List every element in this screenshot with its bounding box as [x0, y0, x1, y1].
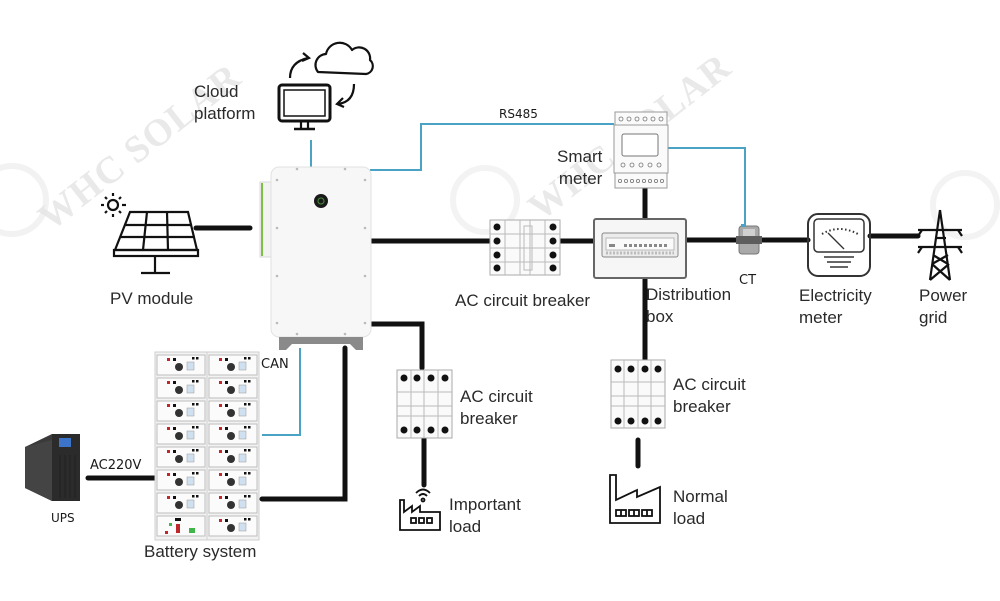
ac220v-label: AC220V	[90, 458, 142, 473]
ct-label: CT	[739, 273, 757, 288]
battery-module	[156, 423, 206, 445]
transmission-tower-icon	[917, 209, 963, 281]
din-rail-meter-icon	[613, 111, 669, 189]
battery-module	[156, 400, 206, 422]
ac-breaker-normal-label: AC circuit breaker	[673, 375, 746, 416]
factory-wifi-icon	[399, 488, 441, 531]
battery-module	[208, 492, 258, 514]
battery-module	[208, 469, 258, 491]
battery-module	[208, 354, 258, 376]
circuit-breaker-icon	[610, 359, 666, 429]
pv-module-label: PV module	[110, 289, 194, 308]
comm-line-meter-ct	[667, 147, 746, 228]
power-lines	[85, 185, 921, 502]
battery-module	[208, 423, 258, 445]
comm-line-rs485	[370, 123, 614, 171]
current-transformer-icon	[736, 224, 762, 255]
communication-lines	[262, 123, 746, 436]
distribution-box-label: Distribution box	[646, 285, 732, 326]
factory-icon	[609, 474, 661, 524]
solar-panel-icon	[101, 193, 200, 275]
inverter-icon	[259, 166, 372, 350]
battery-module	[208, 377, 258, 399]
rs485-label: RS485	[499, 107, 538, 121]
smart-meter-label: Smart meter	[557, 147, 603, 188]
analog-meter-icon	[807, 213, 871, 277]
battery-module	[156, 515, 206, 537]
battery-module	[208, 446, 258, 468]
ups-icon	[25, 434, 80, 501]
can-label: CAN	[261, 357, 289, 372]
power-line-inverter-backup	[368, 321, 425, 371]
ups-label: UPS	[51, 511, 75, 525]
battery-module	[156, 446, 206, 468]
battery-rack-icon	[154, 351, 260, 541]
battery-module	[208, 400, 258, 422]
circuit-breaker-icon	[489, 219, 561, 276]
power-line-inverter-battery	[259, 345, 348, 502]
battery-module	[156, 354, 206, 376]
important-load-label: Important load	[449, 495, 521, 536]
distribution-box-icon	[593, 218, 687, 279]
battery-module	[156, 492, 206, 514]
power-grid-label: Power grid	[919, 286, 968, 327]
circuit-breaker-icon	[396, 369, 453, 439]
ac-breaker-main-label: AC circuit breaker	[455, 291, 591, 310]
battery-module	[156, 377, 206, 399]
battery-module	[208, 515, 258, 537]
normal-load-label: Normal load	[673, 487, 728, 528]
battery-module	[156, 469, 206, 491]
cloud-platform-label: Cloud platform	[194, 82, 256, 123]
battery-system-label: Battery system	[144, 542, 257, 561]
watermark-emblem	[0, 163, 1000, 240]
comm-line-can	[262, 348, 301, 436]
ac-breaker-backup-label: AC circuit breaker	[460, 387, 533, 428]
cloud-monitor-icon	[277, 41, 374, 131]
electricity-meter-label: Electricity meter	[799, 286, 872, 327]
